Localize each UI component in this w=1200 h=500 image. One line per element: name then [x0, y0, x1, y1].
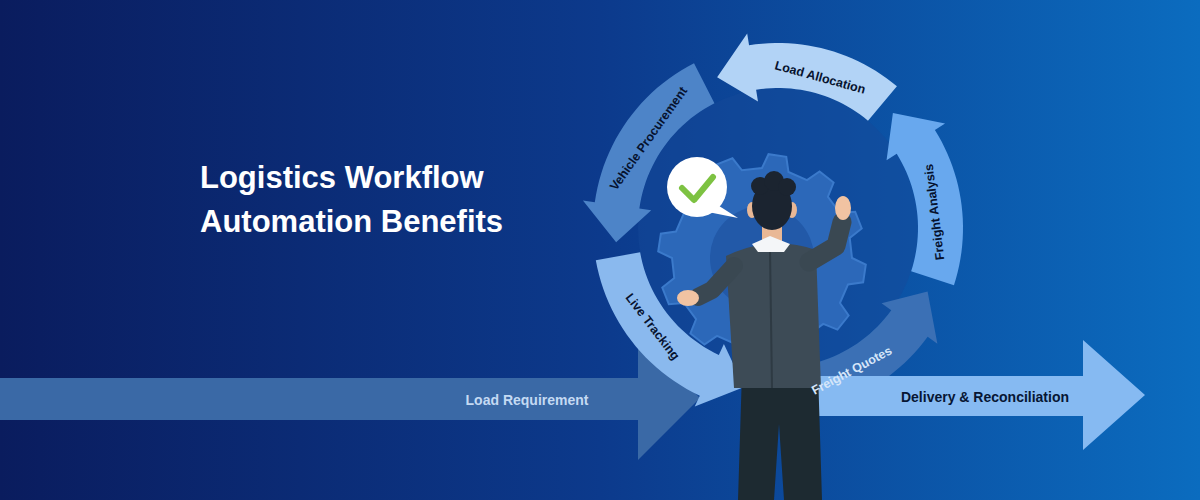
jacket-seam [770, 250, 772, 388]
arrow-body [0, 336, 700, 460]
raised-arm [809, 222, 842, 262]
arrow-shape [0, 336, 700, 460]
arrow-body [717, 33, 897, 120]
check-mark [682, 177, 713, 200]
person-figure [677, 171, 851, 500]
hair-curl [778, 178, 796, 196]
arrow-body [583, 63, 715, 242]
lower-arm [698, 266, 734, 297]
arrow-body [887, 113, 963, 285]
title-area: Logistics Workflow Automation Benefits [200, 156, 580, 244]
step-label: Delivery & Reconciliation [901, 389, 1069, 406]
bubble [667, 157, 727, 217]
arrow-body [596, 252, 744, 406]
shirt-collar [752, 236, 790, 252]
step-label: Load Requirement [466, 392, 589, 409]
trousers [738, 372, 822, 500]
flow-arrow: Load Requirement [0, 336, 700, 460]
arrow-body [800, 340, 1145, 450]
speech-bubble [667, 157, 738, 218]
hand [835, 196, 851, 220]
hand [677, 290, 699, 306]
flow-arrow: Delivery & Reconciliation [800, 340, 1145, 450]
title: Logistics Workflow Automation Benefits [200, 156, 580, 244]
